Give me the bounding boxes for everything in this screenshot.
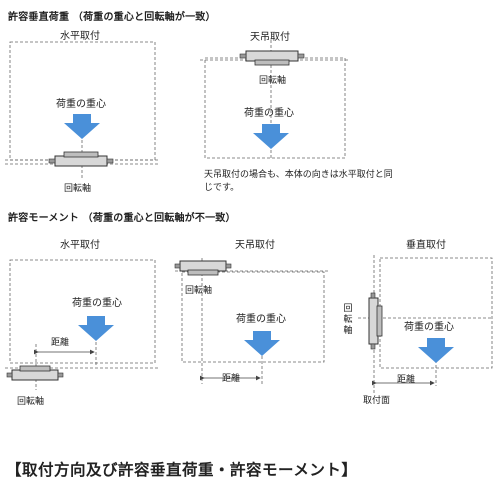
top-left-panel [5,41,160,180]
mid-left-load-box [9,259,156,364]
mid-right-load-label: 荷重の重心 [404,322,454,333]
mid-left-panel [5,259,160,390]
mid-center-title: 天吊取付 [235,240,275,251]
top-left-load-label: 荷重の重心 [56,99,106,110]
mid-right-title: 垂直取付 [406,240,446,251]
mid-center-load-arrow [244,331,280,356]
mid-left-slide-unit [6,365,64,381]
top-left-title: 水平取付 [60,31,100,42]
top-right-load-arrow [253,124,289,149]
mid-center-axis-label: 回転軸 [185,286,213,296]
banner-title: 【取付方向及び許容垂直荷重・許容モーメント】 [6,461,358,479]
header-axis-mismatch: 許容モーメント （荷重の重心と回転軸が不一致） [8,213,236,224]
top-right-axis-label: 回転軸 [259,76,287,86]
mid-left-load-label: 荷重の重心 [72,298,122,309]
top-right-note: 天吊取付の場合も、本体の向きは水平取付と同じです。 [204,170,393,193]
mid-left-distance-label: 距離 [51,338,70,348]
top-left-load-box [9,41,156,161]
top-right-load-label: 荷重の重心 [244,108,294,119]
mid-right-load-arrow [418,338,454,363]
mid-right-axis-label: 回転軸 [343,304,353,336]
top-left-load-arrow [64,114,100,139]
top-right-title: 天吊取付 [250,32,290,43]
mid-center-load-box [181,271,325,363]
top-left-slide-unit [48,151,114,167]
mid-right-panel [358,255,493,395]
mid-right-distance-label: 距離 [397,375,416,385]
mid-left-title: 水平取付 [60,240,100,251]
header-axis-match: 許容垂直荷重 （荷重の重心と回転軸が一致） [8,12,216,23]
mid-center-load-label: 荷重の重心 [236,314,286,325]
top-right-slide-unit [239,50,305,66]
mid-left-load-arrow [78,316,114,341]
mid-center-slide-unit [174,260,232,276]
mid-right-slide-unit [368,292,383,350]
mid-left-axis-label: 回転軸 [17,397,45,407]
top-right-panel [200,40,350,159]
mid-center-panel [174,258,330,384]
top-left-axis-label: 回転軸 [64,184,92,194]
mid-right-surface-label: 取付面 [363,396,391,406]
